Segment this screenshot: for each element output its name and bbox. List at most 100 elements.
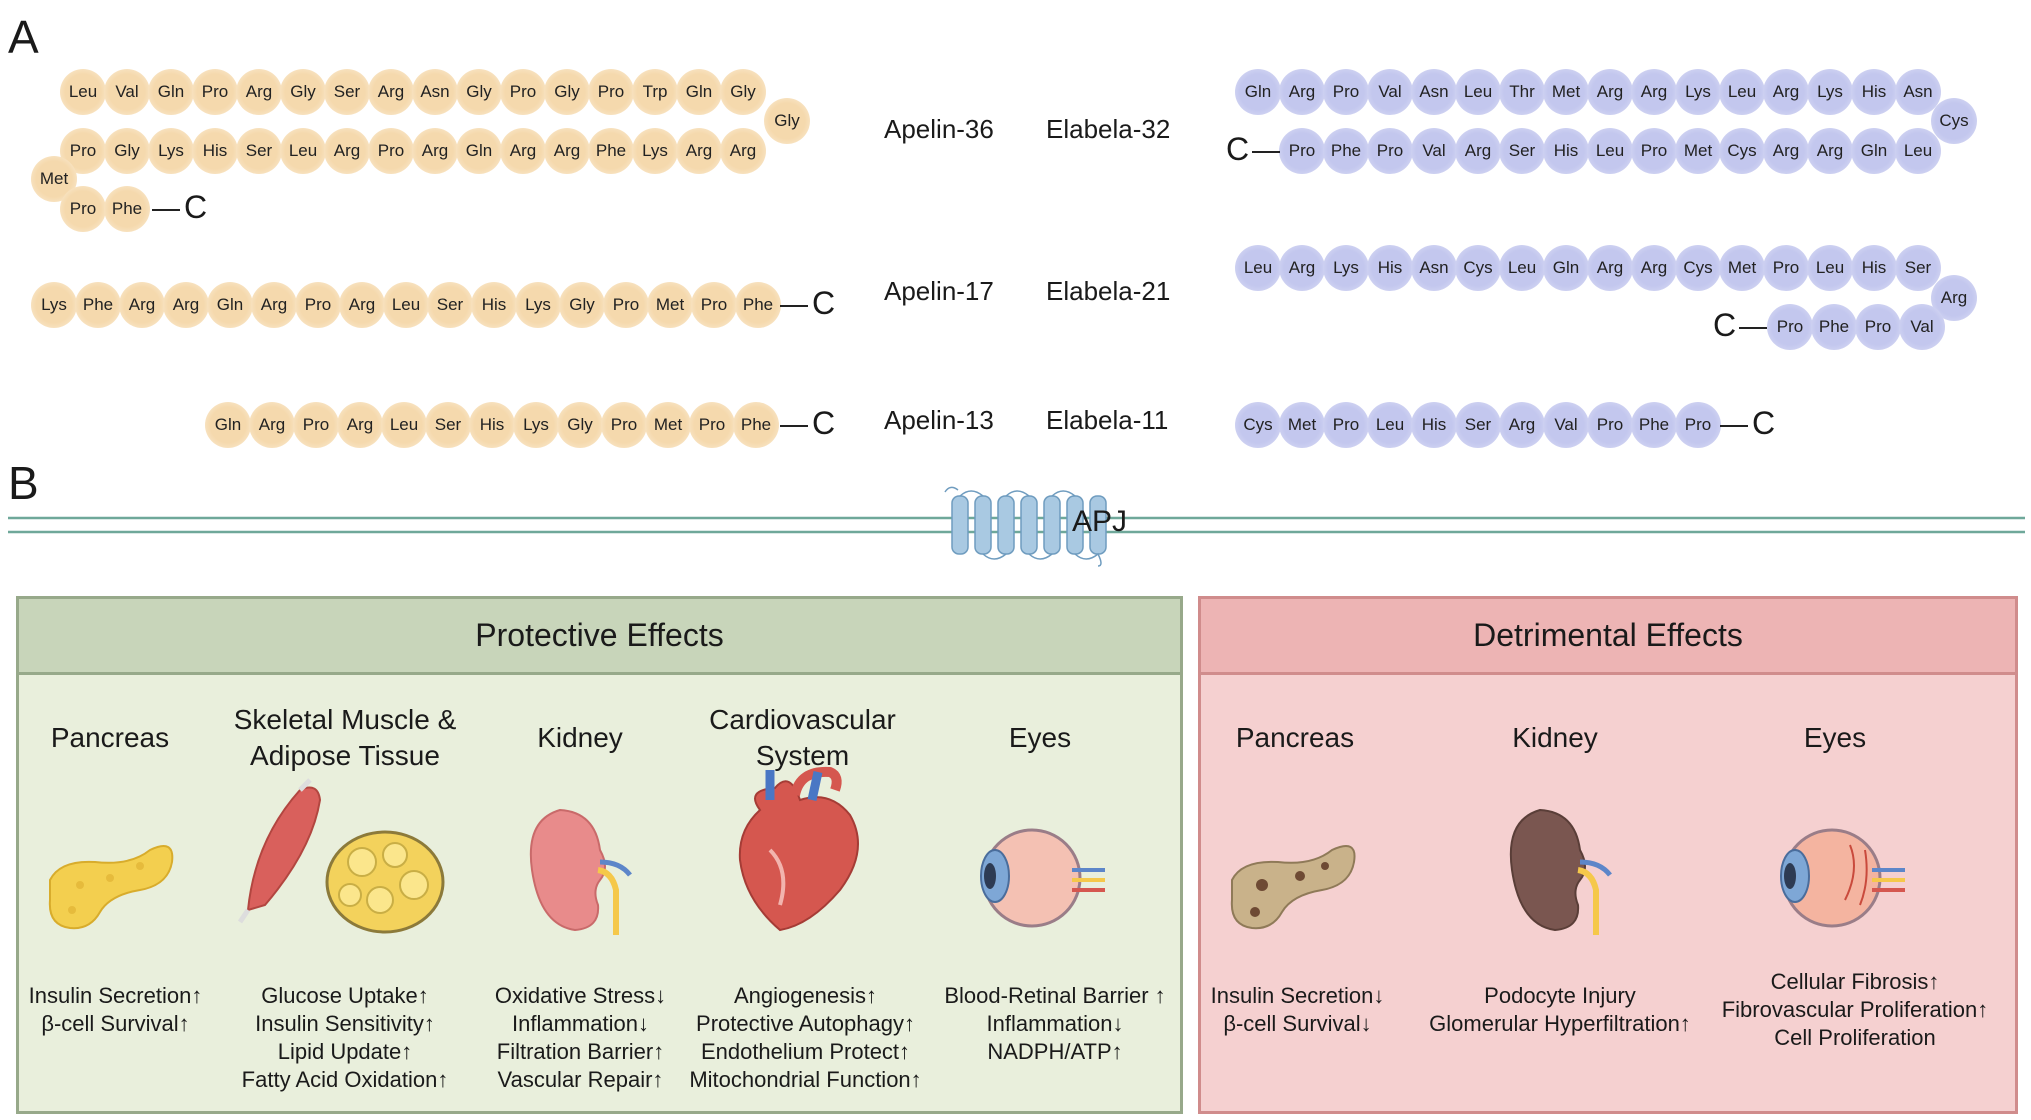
apelin36-residue: Arg [368, 69, 414, 115]
prot-pancreas-title: Pancreas [50, 722, 170, 753]
apelin17-residue: Lys [31, 282, 77, 328]
effect-item: Inflammation↓ [986, 1011, 1124, 1036]
apelin36-residue: Leu [280, 128, 326, 174]
effect-item: Insulin Sensitivity↑ [255, 1011, 435, 1036]
apelin36-residue: Gly [764, 98, 810, 144]
prot-cardio-title: Cardiovascular System [709, 704, 896, 771]
elabela32-name: Elabela-32 [1046, 114, 1171, 144]
c-terminus-bond [780, 425, 808, 427]
apelin17-residue: His [471, 282, 517, 328]
elabela21-residue: Arg [1631, 245, 1677, 291]
elabela21-residue: Pro [1763, 245, 1809, 291]
elabela21-residue: Leu [1807, 245, 1853, 291]
elabela21-residue: Asn [1411, 245, 1457, 291]
apelin36-residue: Val [104, 69, 150, 115]
apelin36-residue: Gln [148, 69, 194, 115]
effect-item: Fatty Acid Oxidation↑ [241, 1067, 449, 1092]
prot-kidney-title: Kidney [537, 722, 623, 753]
apelin17-residue: Met [647, 282, 693, 328]
apelin13-residue: Phe [733, 402, 779, 448]
apelin17-residue: Gln [207, 282, 253, 328]
elabela32-residue: Arg [1763, 69, 1809, 115]
apelin36-residue: Arg [544, 128, 590, 174]
effect-item: Glomerular Hyperfiltration↑ [1429, 1011, 1691, 1036]
apelin36-residue: Pro [588, 69, 634, 115]
elabela32-residue: Arg [1279, 69, 1325, 115]
elabela11-residue: Phe [1631, 402, 1677, 448]
panel-label-b: B [8, 457, 39, 509]
apelin13-residue: Gly [557, 402, 603, 448]
effect-item: Fibrovascular Proliferation↑ [1721, 997, 1989, 1022]
elabela11-name: Elabela-11 [1046, 405, 1169, 435]
c-terminus-bond [1720, 425, 1748, 427]
effect-item: Mitochondrial Function↑ [689, 1067, 922, 1092]
detrimental-effects-title: Detrimental Effects [1201, 599, 2015, 675]
elabela32-residue: Cys [1931, 98, 1977, 144]
effect-item: Vascular Repair↑ [497, 1067, 664, 1092]
elabela32-residue: Cys [1719, 128, 1765, 174]
apelin13-c-terminus: C [812, 405, 836, 441]
elabela32-residue: Asn [1895, 69, 1941, 115]
prot-pancreas-effects: Insulin Secretion↑ β-cell Survival↑ [18, 982, 213, 1038]
apelin17-residue: Pro [295, 282, 341, 328]
elabela32-residue: Leu [1455, 69, 1501, 115]
apelin17-residue: Arg [163, 282, 209, 328]
apelin17-residue: Gly [559, 282, 605, 328]
prot-eyes-title: Eyes [1008, 722, 1072, 753]
apelin17-residue: Arg [251, 282, 297, 328]
det-eyes-title: Eyes [1803, 722, 1867, 753]
elabela32-residue: Pro [1631, 128, 1677, 174]
apelin17-c-terminus: C [812, 285, 836, 321]
elabela21-residue: His [1367, 245, 1413, 291]
elabela21-residue: Cys [1675, 245, 1721, 291]
apelin36-c-terminus: C [184, 189, 208, 225]
apelin13-residue: Pro [689, 402, 735, 448]
apelin17-residue: Arg [339, 282, 385, 328]
apelin17-residue: Ser [427, 282, 473, 328]
det-kidney-effects: Podocyte Injury Glomerular Hyperfiltrati… [1415, 982, 1705, 1038]
elabela21-name: Elabela-21 [1046, 276, 1171, 306]
c-terminus-bond [152, 209, 180, 211]
apelin13-residue: Arg [337, 402, 383, 448]
apelin13-residue: Pro [601, 402, 647, 448]
apelin36-residue: Asn [412, 69, 458, 115]
elabela21-residue: Phe [1811, 304, 1857, 350]
effect-item: Blood-Retinal Barrier ↑ [944, 983, 1166, 1008]
elabela32-residue: Thr [1499, 69, 1545, 115]
effect-item: β-cell Survival↓ [1223, 1011, 1372, 1036]
apelin36-residue: Pro [368, 128, 414, 174]
elabela32-residue: Arg [1455, 128, 1501, 174]
elabela32-residue: Ser [1499, 128, 1545, 174]
effect-item: Protective Autophagy↑ [696, 1011, 915, 1036]
apelin17-residue: Phe [75, 282, 121, 328]
apelin17-residue: Pro [691, 282, 737, 328]
effect-item: Oxidative Stress↓ [494, 983, 667, 1008]
apelin36-residue: Lys [148, 128, 194, 174]
elabela32-residue: Val [1367, 69, 1413, 115]
apelin17-residue: Leu [383, 282, 429, 328]
elabela32-residue: Asn [1411, 69, 1457, 115]
elabela32-residue: Leu [1719, 69, 1765, 115]
apelin13-residue: Met [645, 402, 691, 448]
apelin36-residue: Arg [720, 128, 766, 174]
effect-item: NADPH/ATP↑ [987, 1039, 1123, 1064]
elabela21-residue: Leu [1235, 245, 1281, 291]
apelin36-residue: Ser [324, 69, 370, 115]
elabela11-residue: Pro [1323, 402, 1369, 448]
apelin13-residue: Ser [425, 402, 471, 448]
elabela21-residue: Ser [1895, 245, 1941, 291]
apelin17-residue: Arg [119, 282, 165, 328]
elabela32-residue: Lys [1807, 69, 1853, 115]
elabela21-residue: Leu [1499, 245, 1545, 291]
apelin36-residue: Phe [104, 186, 150, 232]
apelin36-residue: Ser [236, 128, 282, 174]
elabela32-residue: His [1543, 128, 1589, 174]
elabela11-residue: Ser [1455, 402, 1501, 448]
elabela21-residue: His [1851, 245, 1897, 291]
elabela32-residue: Arg [1763, 128, 1809, 174]
apelin36-residue: Trp [632, 69, 678, 115]
apelin36-residue: Pro [60, 128, 106, 174]
elabela32-residue: Arg [1587, 69, 1633, 115]
elabela32-residue: Phe [1323, 128, 1369, 174]
apelin36-residue: Gly [104, 128, 150, 174]
